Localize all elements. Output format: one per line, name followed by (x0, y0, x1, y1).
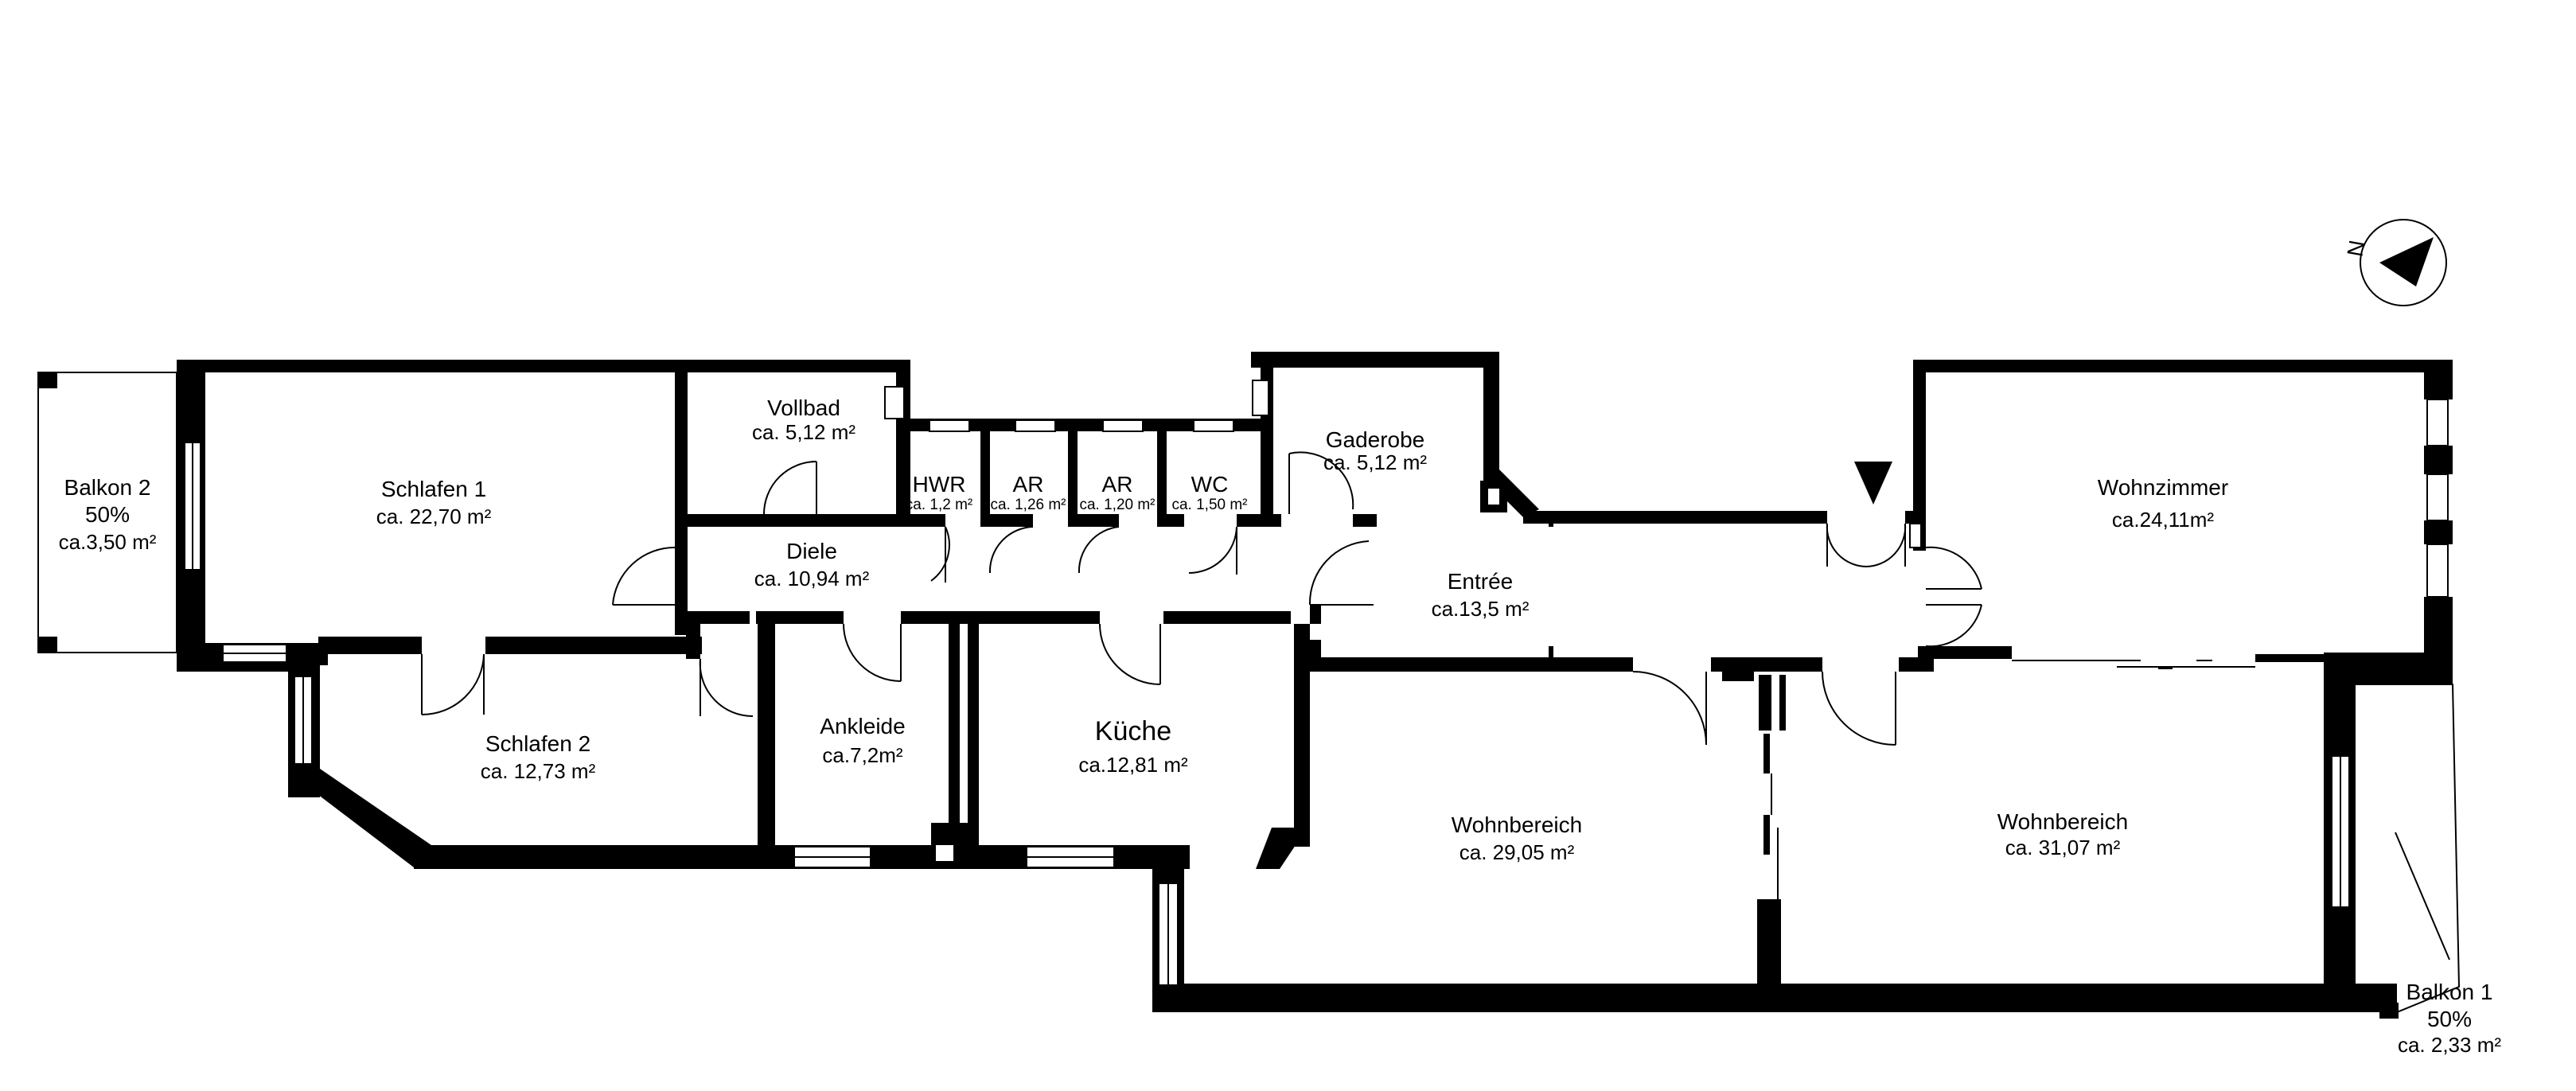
walls (177, 352, 2453, 1012)
schlafen2-area: ca. 12,73 m² (481, 759, 596, 783)
entrance-arrow-icon (1854, 462, 1892, 505)
gaderobe-area: ca. 5,12 m² (1323, 450, 1427, 474)
vollbad-name: Vollbad (767, 395, 840, 420)
north-arrow-icon: N (2342, 219, 2447, 306)
ar1-name: AR (1013, 472, 1044, 497)
wohnzimmer-name: Wohnzimmer (2098, 475, 2228, 500)
diele-name: Diele (786, 539, 837, 563)
vollbad-area: ca. 5,12 m² (752, 420, 855, 444)
entree-area: ca.13,5 m² (1432, 597, 1530, 621)
wohnbereich1-area: ca. 29,05 m² (1459, 840, 1575, 864)
wohnbereich2-name: Wohnbereich (1997, 809, 2128, 834)
ar2-name: AR (1102, 472, 1133, 497)
windows (184, 380, 2449, 1011)
balkon1-share: 50% (2427, 1007, 2472, 1031)
room-labels: Balkon 2 50% ca.3,50 m² Schlafen 1 ca. 2… (59, 395, 2502, 1057)
wohnbereich1-name: Wohnbereich (1452, 812, 1582, 837)
diele-area: ca. 10,94 m² (754, 567, 870, 590)
ar2-area: ca. 1,20 m² (1079, 497, 1155, 513)
balkon2-name: Balkon 2 (64, 475, 151, 500)
ankleide-name: Ankleide (820, 714, 905, 738)
gaderobe-name: Gaderobe (1326, 427, 1425, 452)
balkon2-share: 50% (85, 502, 130, 527)
ankleide-area: ca.7,2m² (822, 743, 902, 767)
wc-area: ca. 1,50 m² (1171, 497, 1247, 513)
schlafen2-name: Schlafen 2 (485, 731, 590, 756)
hwr-name: HWR (913, 472, 966, 497)
kueche-area: ca.12,81 m² (1078, 753, 1188, 777)
doors (421, 451, 1982, 746)
ar1-area: ca. 1,26 m² (990, 497, 1066, 513)
kueche-name: Küche (1095, 716, 1171, 746)
balkon1-name: Balkon 1 (2406, 980, 2493, 1004)
wohnbereich2-area: ca. 31,07 m² (2005, 836, 2121, 859)
schlafen1-name: Schlafen 1 (381, 477, 486, 501)
balkon1-area: ca. 2,33 m² (2398, 1033, 2501, 1057)
schlafen1-area: ca. 22,70 m² (376, 505, 492, 528)
wohnzimmer-area: ca.24,11m² (2112, 508, 2214, 532)
balcony-1 (2356, 684, 2461, 1019)
hwr-area: ca. 1,2 m² (906, 497, 972, 513)
balkon2-area: ca.3,50 m² (59, 530, 157, 554)
entree-name: Entrée (1448, 569, 1514, 594)
wc-name: WC (1191, 472, 1229, 497)
